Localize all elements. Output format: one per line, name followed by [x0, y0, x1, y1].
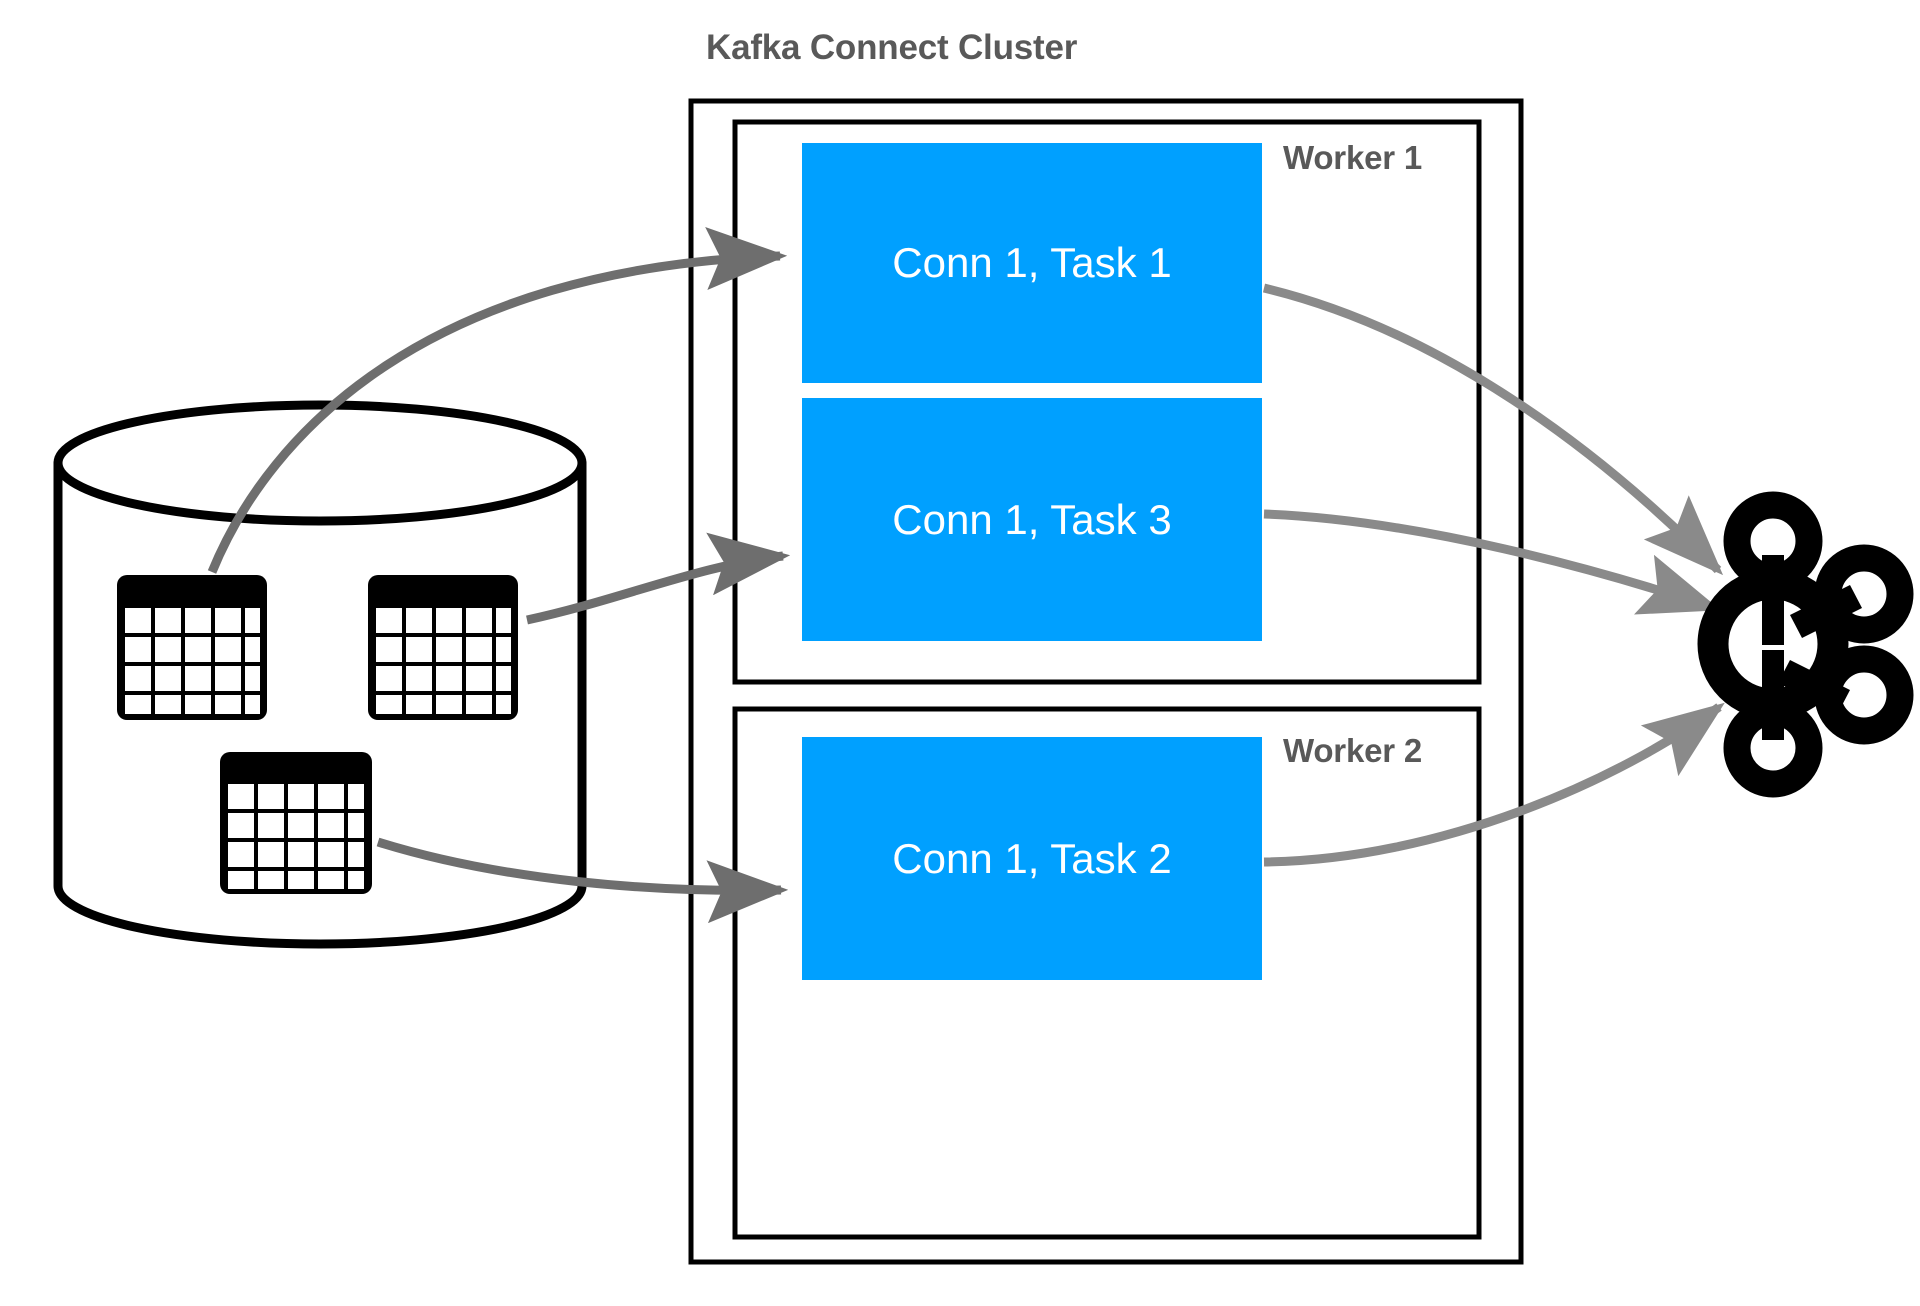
cluster-title: Kafka Connect Cluster	[706, 28, 1078, 67]
task-box-conn1-task3[interactable]: Conn 1, Task 3	[802, 398, 1262, 641]
task-label-conn1-task1: Conn 1, Task 1	[892, 239, 1172, 286]
flow-arrow-task1-to-kafka	[1262, 283, 1724, 576]
worker-2-label: Worker 2	[1283, 732, 1423, 769]
task-label-conn1-task3: Conn 1, Task 3	[892, 495, 1172, 543]
kafka-logo	[1697, 491, 1914, 798]
task-label-conn1-task2: Conn 1, Task 2	[892, 834, 1172, 882]
cluster-box	[688, 98, 1524, 1265]
task-box-conn1-task2[interactable]: Conn 1, Task 2	[802, 737, 1262, 980]
flow-arrow-table3-to-task2	[376, 837, 789, 924]
table-icon-2	[368, 575, 518, 720]
flow-arrow-task2-to-kafka	[1263, 702, 1725, 867]
table-icon-1	[117, 575, 267, 720]
worker-1-box	[732, 119, 1482, 685]
task-box-conn1-task1[interactable]: Conn 1, Task 1	[802, 143, 1262, 383]
flow-arrow-task3-to-kafka	[1263, 509, 1721, 615]
worker-2-box	[732, 706, 1482, 1240]
flow-arrow-table2-to-task3	[526, 532, 791, 625]
table-icon-3	[220, 752, 372, 894]
flow-arrow-table1-to-task1	[207, 227, 788, 574]
worker-1-label: Worker 1	[1283, 139, 1423, 176]
